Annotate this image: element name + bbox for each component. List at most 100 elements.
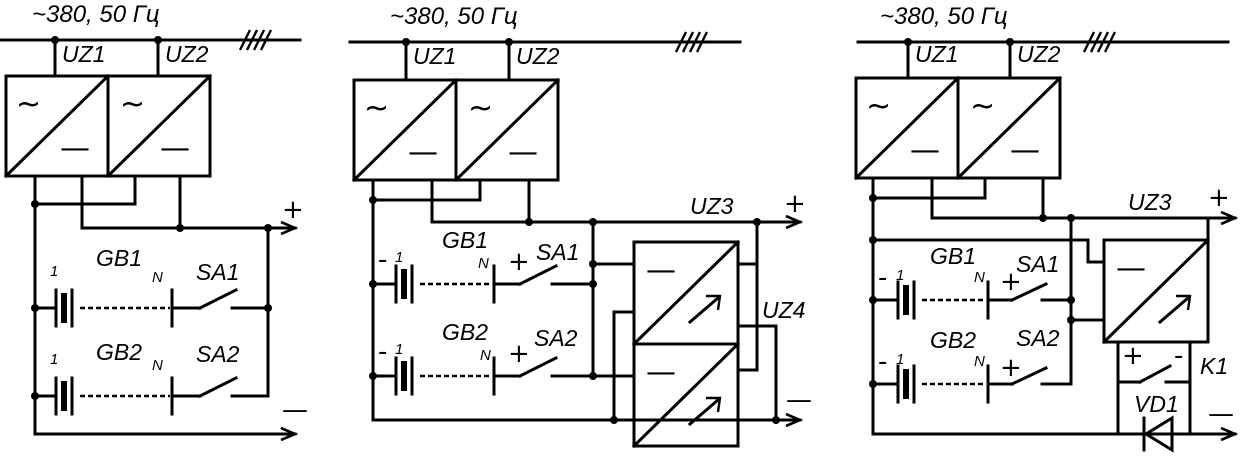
svg-text:+: + [1000,267,1022,297]
svg-text:~: ~ [120,87,145,122]
plus-label: + [282,195,304,225]
svg-text:~: ~ [16,87,41,122]
k1-minus-label: - [1174,341,1183,371]
minus-label: — [1208,399,1234,429]
svg-text:—: — [1010,133,1040,168]
svg-text:—: — [60,131,90,166]
rectifier-uz2: ~ — [955,75,1063,181]
adjust-arrow-icon [687,295,721,325]
uz3-label: UZ3 [1128,189,1172,215]
uz1-label: UZ1 [62,41,105,67]
k1-plus-label: + [1122,341,1144,371]
adjust-arrow-icon [687,397,721,427]
svg-text:1: 1 [50,351,58,368]
svg-text:SA1: SA1 [196,259,239,285]
svg-text:—: — [646,253,676,288]
rectifier-uz1: ~ — [3,73,111,179]
svg-text:-: - [878,263,887,293]
svg-text:1: 1 [395,341,403,358]
diagram-3: ~380, 50 Гц UZ1 UZ2 ~ — ~ — [853,3,1235,453]
switch-sa1: SA1 [196,259,272,312]
svg-text:SA1: SA1 [1016,251,1059,277]
battery-gb1: 1 GB1 N [31,245,202,328]
battery-gb2: - 1 GB2 N + [869,327,1022,404]
svg-text:-: - [378,337,387,367]
svg-text:SA2: SA2 [1016,325,1060,351]
svg-text:~: ~ [866,89,891,124]
minus-label: — [282,395,308,425]
diagram-2: ~380, 50 Гц UZ1 UZ2 ~ — ~ — [348,3,812,449]
uz1-label: UZ1 [915,41,958,67]
svg-text:1: 1 [395,249,403,266]
battery-gb1: - 1 GB1 N + [369,227,530,304]
uz2-label: UZ2 [1017,41,1061,67]
svg-text:-: - [878,347,887,377]
svg-text:N: N [152,269,163,286]
svg-text:GB2: GB2 [930,327,976,353]
svg-text:SA1: SA1 [536,239,579,265]
rectifier-uz1: ~ — [351,77,459,183]
supply-label: ~380, 50 Гц [390,3,518,30]
svg-text:VD1: VD1 [1134,391,1179,417]
battery-gb2: 1 GB2 N [31,339,202,416]
rectifier-uz1: ~ — [853,75,961,181]
switch-sa1: SA1 [517,239,595,287]
svg-text:~: ~ [970,89,995,124]
supply-label: ~380, 50 Гц [880,3,1008,30]
svg-text:N: N [152,357,163,374]
svg-text:N: N [480,347,491,364]
battery-gb2: - 1 GB2 N + [369,319,530,396]
switch-sa2: SA2 [196,341,270,399]
svg-text:1: 1 [896,267,904,284]
svg-text:GB2: GB2 [96,339,142,365]
svg-text:—: — [910,133,940,168]
svg-text:—: — [1116,251,1146,286]
svg-text:N: N [478,255,489,272]
three-phase-hatch [238,29,273,51]
svg-text:SA2: SA2 [196,341,240,367]
three-phase-hatch [674,31,709,53]
rectifier-uz2: ~ — [105,73,213,179]
rectifier-uz2: ~ — [453,77,561,183]
svg-text:GB1: GB1 [96,245,142,271]
switch-sa1: SA1 [1010,251,1073,302]
relay-k1-contact: K1 [1116,353,1228,385]
converter-uz3: — [1101,237,1211,345]
minus-label: — [786,385,812,415]
uz1-label: UZ1 [413,43,456,69]
svg-text:+: + [508,339,530,369]
svg-text:+: + [1000,353,1022,383]
uz2-label: UZ2 [516,43,560,69]
uz2-label: UZ2 [165,41,209,67]
three-phase-hatch [1082,31,1117,53]
switch-sa2: SA2 [517,325,595,379]
battery-gb1: - 1 GB1 N + [869,243,1022,320]
svg-text:GB1: GB1 [930,243,976,269]
uz3-label: UZ3 [690,193,734,219]
diagram-1: ~380, 50 Гц UZ1 UZ2 ~ — ~ — [0,1,308,434]
svg-text:1: 1 [50,263,58,280]
supply-label: ~380, 50 Гц [32,1,160,28]
svg-text:—: — [508,135,538,170]
svg-text:K1: K1 [1200,353,1228,379]
svg-text:-: - [378,245,387,275]
svg-text:N: N [974,353,985,370]
svg-text:GB1: GB1 [442,227,488,253]
svg-text:—: — [160,131,190,166]
uz4-label: UZ4 [762,297,805,323]
plus-label: + [784,189,806,219]
converter-uz4: — [631,341,741,449]
diode-vd1: VD1 [1134,391,1179,453]
svg-text:GB2: GB2 [442,319,488,345]
svg-text:~: ~ [468,91,493,126]
converter-uz3: — [631,239,741,347]
adjust-arrow-icon [1157,295,1191,325]
svg-text:~: ~ [364,91,389,126]
plus-label: + [1208,183,1230,213]
svg-text:1: 1 [896,351,904,368]
switch-sa2: SA2 [1010,325,1073,386]
svg-text:N: N [974,269,985,286]
svg-text:—: — [408,135,438,170]
